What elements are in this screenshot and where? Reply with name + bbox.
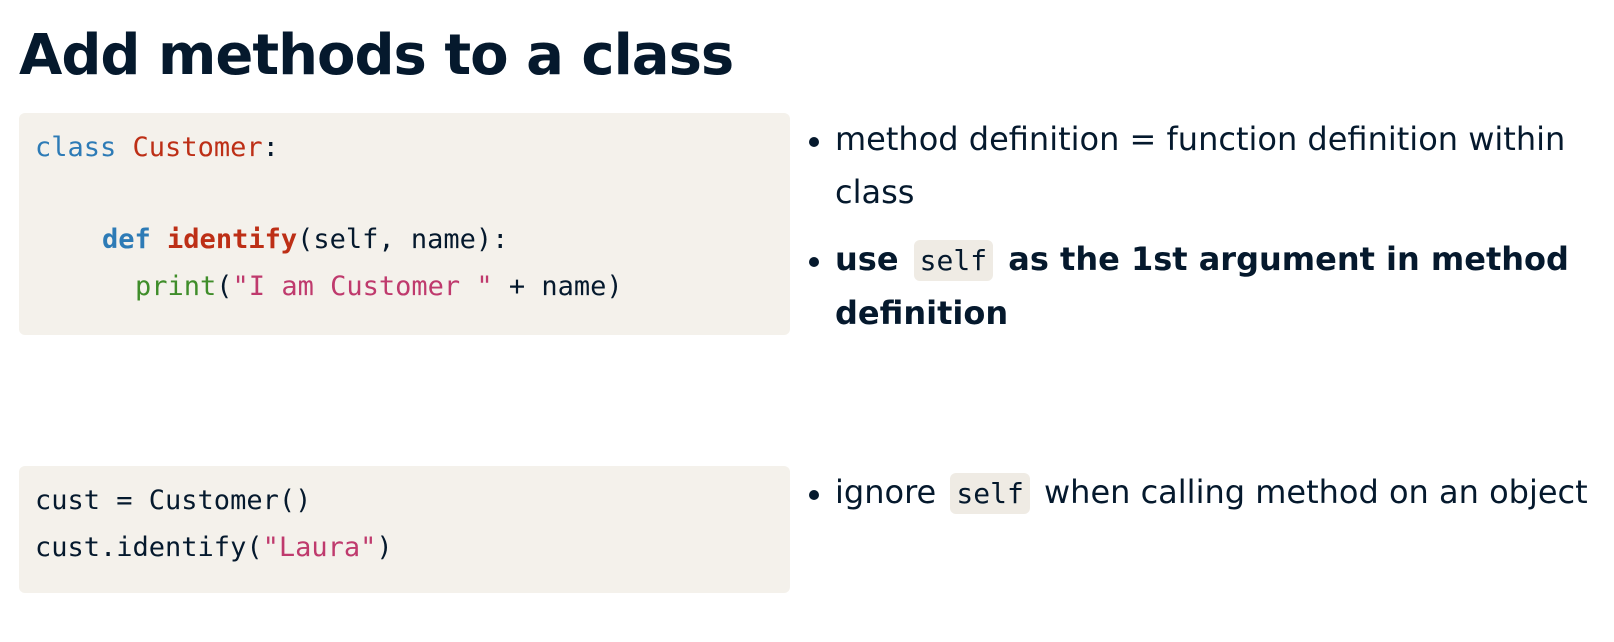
bullet-list-definition: method definition = function definition … — [809, 113, 1595, 340]
bullet-item: method definition = function definition … — [809, 113, 1595, 219]
code-line: cust.identify("Laura") — [35, 530, 393, 566]
bullet-text: when calling method on an object — [1043, 473, 1588, 511]
code-punctuation: ( — [216, 271, 233, 302]
bullet-text: ignore — [835, 473, 937, 511]
method-params: (self, name): — [297, 224, 509, 255]
code-line: def identify(self, name): — [102, 222, 508, 258]
code-block-method-call: cust = Customer() cust.identify("Laura") — [19, 466, 790, 593]
keyword-class: class — [35, 132, 117, 163]
code-expression: + name) — [492, 271, 623, 302]
string-literal: "I am Customer " — [232, 271, 493, 302]
page-title: Add methods to a class — [19, 23, 734, 88]
bullet-text: method definition = function definition … — [835, 120, 1566, 211]
bullet-item: use self as the 1st argument in method d… — [809, 233, 1595, 340]
code-block-class-definition: class Customer: def identify(self, name)… — [19, 113, 790, 335]
bullet-text: use — [835, 240, 899, 278]
bullet-text: as the 1st argument in method definition — [835, 240, 1569, 332]
bullet-item: ignore self when calling method on an ob… — [809, 466, 1595, 520]
code-line: print("I am Customer " + name) — [135, 269, 623, 305]
class-name: Customer — [132, 132, 263, 163]
string-literal: "Laura" — [262, 532, 377, 563]
code-line: cust = Customer() — [35, 485, 312, 516]
builtin-print: print — [135, 271, 217, 302]
code-punctuation: ) — [376, 532, 393, 563]
inline-code: self — [950, 473, 1030, 514]
bullet-list-calling: ignore self when calling method on an ob… — [809, 466, 1595, 520]
code-call: cust.identify( — [35, 532, 263, 563]
keyword-def: def — [102, 224, 151, 255]
inline-code: self — [913, 240, 994, 281]
method-name: identify — [167, 224, 298, 255]
code-punctuation: : — [262, 132, 279, 163]
code-line: class Customer: — [35, 130, 279, 166]
